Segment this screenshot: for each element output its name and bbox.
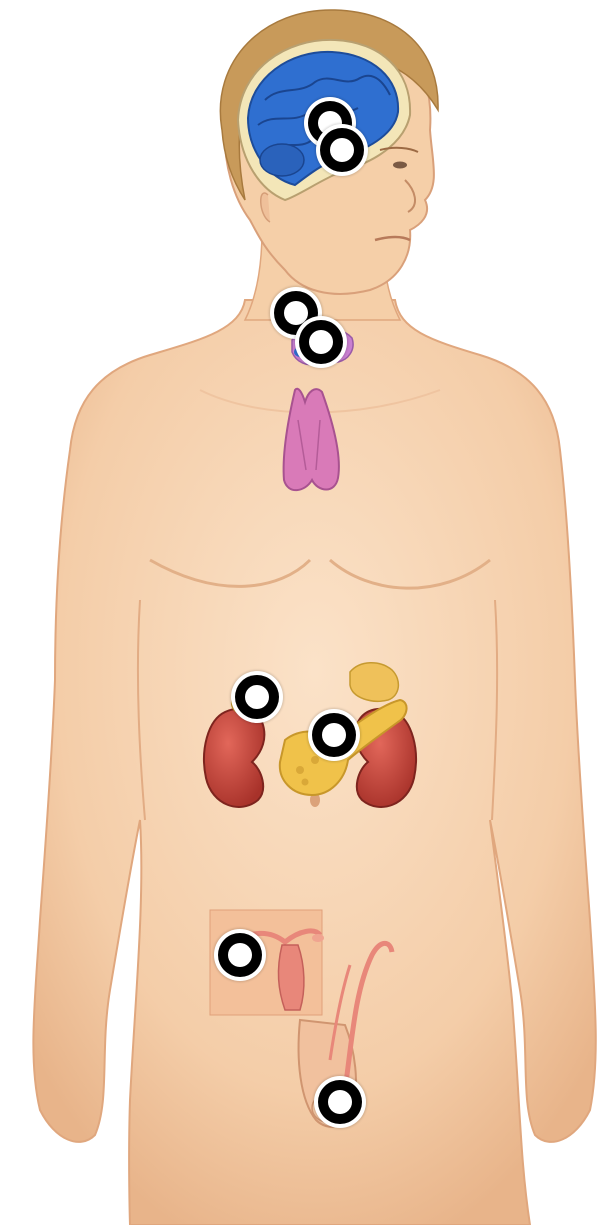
hotspot-parathyroid[interactable]: [299, 320, 343, 364]
hotspot-testis[interactable]: [318, 1080, 362, 1124]
hotspot-pituitary[interactable]: [320, 128, 364, 172]
hotspot-ovary[interactable]: [218, 933, 262, 977]
hotspot-adrenal[interactable]: [235, 675, 279, 719]
hotspot-pancreas[interactable]: [312, 713, 356, 757]
